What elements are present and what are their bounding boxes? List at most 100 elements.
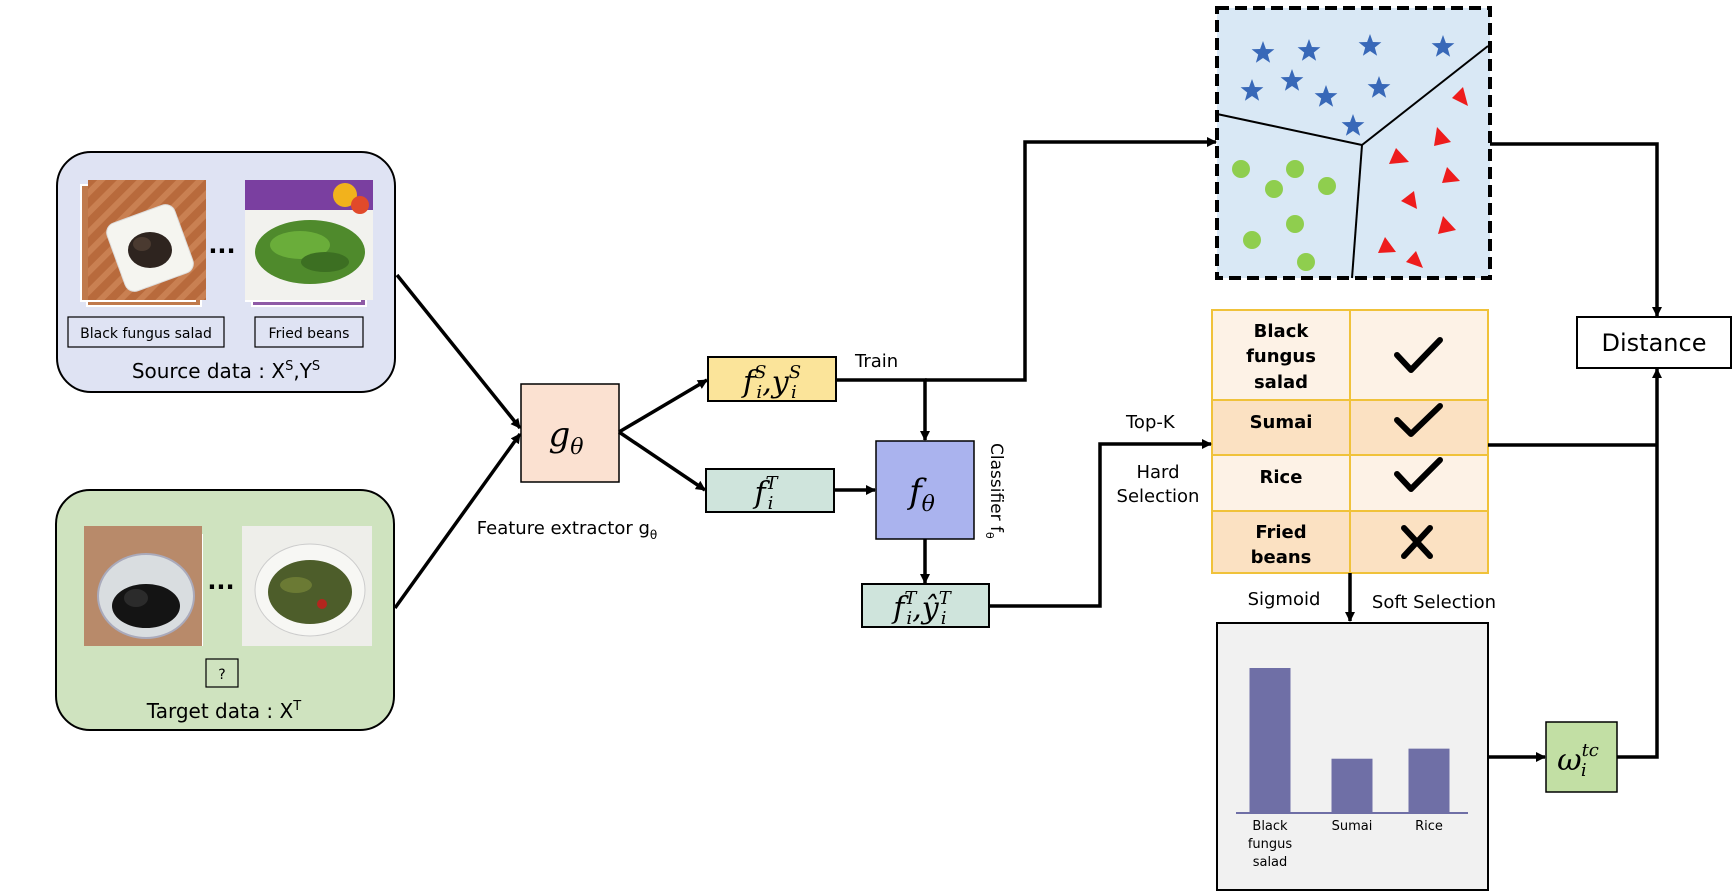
- triangle-point: [1452, 87, 1468, 106]
- arrow-predicted-to-table: [989, 439, 1212, 608]
- star-point: [1358, 34, 1382, 56]
- boundary-line-2: [1361, 45, 1489, 146]
- hard-selection-label-2: Selection: [1117, 486, 1200, 507]
- triangle-point: [1438, 216, 1456, 234]
- distance-label: Distance: [1602, 329, 1707, 357]
- feature-extractor: gθ Feature extractor gθ: [477, 383, 658, 542]
- triangle-point: [1442, 167, 1460, 183]
- target-unknown-label: ?: [218, 667, 225, 683]
- chart-labels: Black fungus salad Sumai Rice: [1248, 819, 1443, 870]
- arrow-source-feature-to-classifier: [836, 378, 930, 441]
- triangle-point: [1434, 127, 1451, 146]
- chart-bar: [1331, 758, 1373, 812]
- soft-weight-chart: Black fungus salad Sumai Rice: [1216, 622, 1489, 891]
- source-caption: Source data : XS,YS: [132, 359, 320, 383]
- triangle-point: [1406, 251, 1423, 268]
- circle-point: [1232, 160, 1250, 178]
- source-ellipsis: ...: [208, 231, 235, 259]
- circle-point: [1297, 253, 1315, 271]
- table-row-name-1c: salad: [1254, 372, 1308, 393]
- chart-category-label: fungus: [1248, 837, 1293, 852]
- soft-selection-label: Soft Selection: [1372, 592, 1496, 613]
- table-row-name-1a: Black: [1254, 321, 1310, 342]
- arrow-scatter-to-distance: [1490, 142, 1662, 317]
- target-unknown-label-box: [205, 658, 239, 688]
- star-point: [1280, 69, 1304, 91]
- chart-bar: [1249, 668, 1291, 812]
- feature-extractor-box: [520, 383, 620, 483]
- classifier-caption: Classifier fθ: [983, 443, 1006, 539]
- circle-point: [1265, 180, 1283, 198]
- triangle-point: [1401, 191, 1417, 209]
- source-label-fried-beans: Fried beans: [269, 326, 350, 342]
- triangle-point: [1378, 237, 1396, 253]
- decision-boundary-panel: [1215, 6, 1492, 280]
- check-icon: [1394, 403, 1443, 437]
- star-point: [1240, 79, 1264, 101]
- chart-bars: [1249, 668, 1450, 812]
- hard-selection-label-1: Hard: [1136, 462, 1179, 483]
- check-icon: [1394, 337, 1443, 373]
- triangle-markers: [1378, 87, 1468, 268]
- triangle-point: [1389, 148, 1409, 164]
- feature-extractor-caption: Feature extractor gθ: [477, 518, 658, 542]
- circle-point: [1286, 215, 1304, 233]
- table-row-name-1b: fungus: [1246, 346, 1316, 367]
- classifier-box: [875, 440, 975, 540]
- table-row-name-4b: beans: [1251, 547, 1312, 568]
- cross-icon: [1401, 525, 1433, 559]
- star-point: [1341, 114, 1365, 136]
- chart-bar: [1408, 748, 1450, 812]
- chart-category-label: salad: [1253, 855, 1288, 870]
- circle-point: [1286, 160, 1304, 178]
- target-caption: Target data : XT: [146, 699, 301, 723]
- star-point: [1431, 35, 1455, 57]
- star-point: [1297, 39, 1321, 61]
- arrow-extractor-to-source-feature: [618, 378, 708, 434]
- circle-point: [1318, 177, 1336, 195]
- circle-point: [1243, 231, 1261, 249]
- arrow-weight-to-distance: [1617, 368, 1662, 759]
- train-label: Train: [854, 351, 898, 372]
- source-data-panel: ... Black fungus salad Fried beans Sourc…: [56, 151, 396, 393]
- topk-label: Top-K: [1125, 412, 1176, 433]
- target-ellipsis: ...: [207, 567, 234, 595]
- check-icon: [1394, 457, 1443, 492]
- chart-category-label: Black: [1252, 819, 1288, 834]
- source-label-box-1: [67, 316, 225, 348]
- table-row-name-2: Sumai: [1250, 412, 1313, 433]
- star-point: [1251, 41, 1275, 63]
- target-data-panel: ... ? Target data : XT: [55, 489, 395, 731]
- arrow-extractor-to-target-feature: [618, 430, 706, 492]
- target-image-black-fungus: [84, 526, 203, 646]
- table-row-name-3: Rice: [1260, 467, 1303, 488]
- sigmoid-label: Sigmoid: [1248, 589, 1321, 610]
- target-image-fried-beans: [242, 526, 372, 646]
- star-markers: [1240, 34, 1455, 136]
- star-point: [1367, 76, 1391, 98]
- star-point: [1314, 85, 1338, 107]
- feature-extractor-symbol: gθ: [548, 415, 583, 460]
- arrow-source-to-extractor: [395, 273, 522, 430]
- source-label-black-fungus-salad: Black fungus salad: [80, 326, 212, 342]
- chart-category-label: Rice: [1415, 819, 1443, 834]
- boundary-line-3: [1351, 144, 1363, 279]
- source-label-box-2: [254, 316, 364, 348]
- chart-category-label: Sumai: [1332, 819, 1373, 834]
- selection-table: Black fungus salad Sumai Rice Fried bean…: [1211, 309, 1489, 574]
- source-image-fried-beans: [245, 180, 373, 307]
- classifier: fθ Classifier fθ: [875, 440, 1006, 540]
- distance-box: Distance: [1576, 316, 1732, 369]
- arrow-target-to-extractor: [393, 432, 522, 610]
- boundary-line-1: [1216, 113, 1363, 146]
- circle-markers: [1232, 160, 1336, 271]
